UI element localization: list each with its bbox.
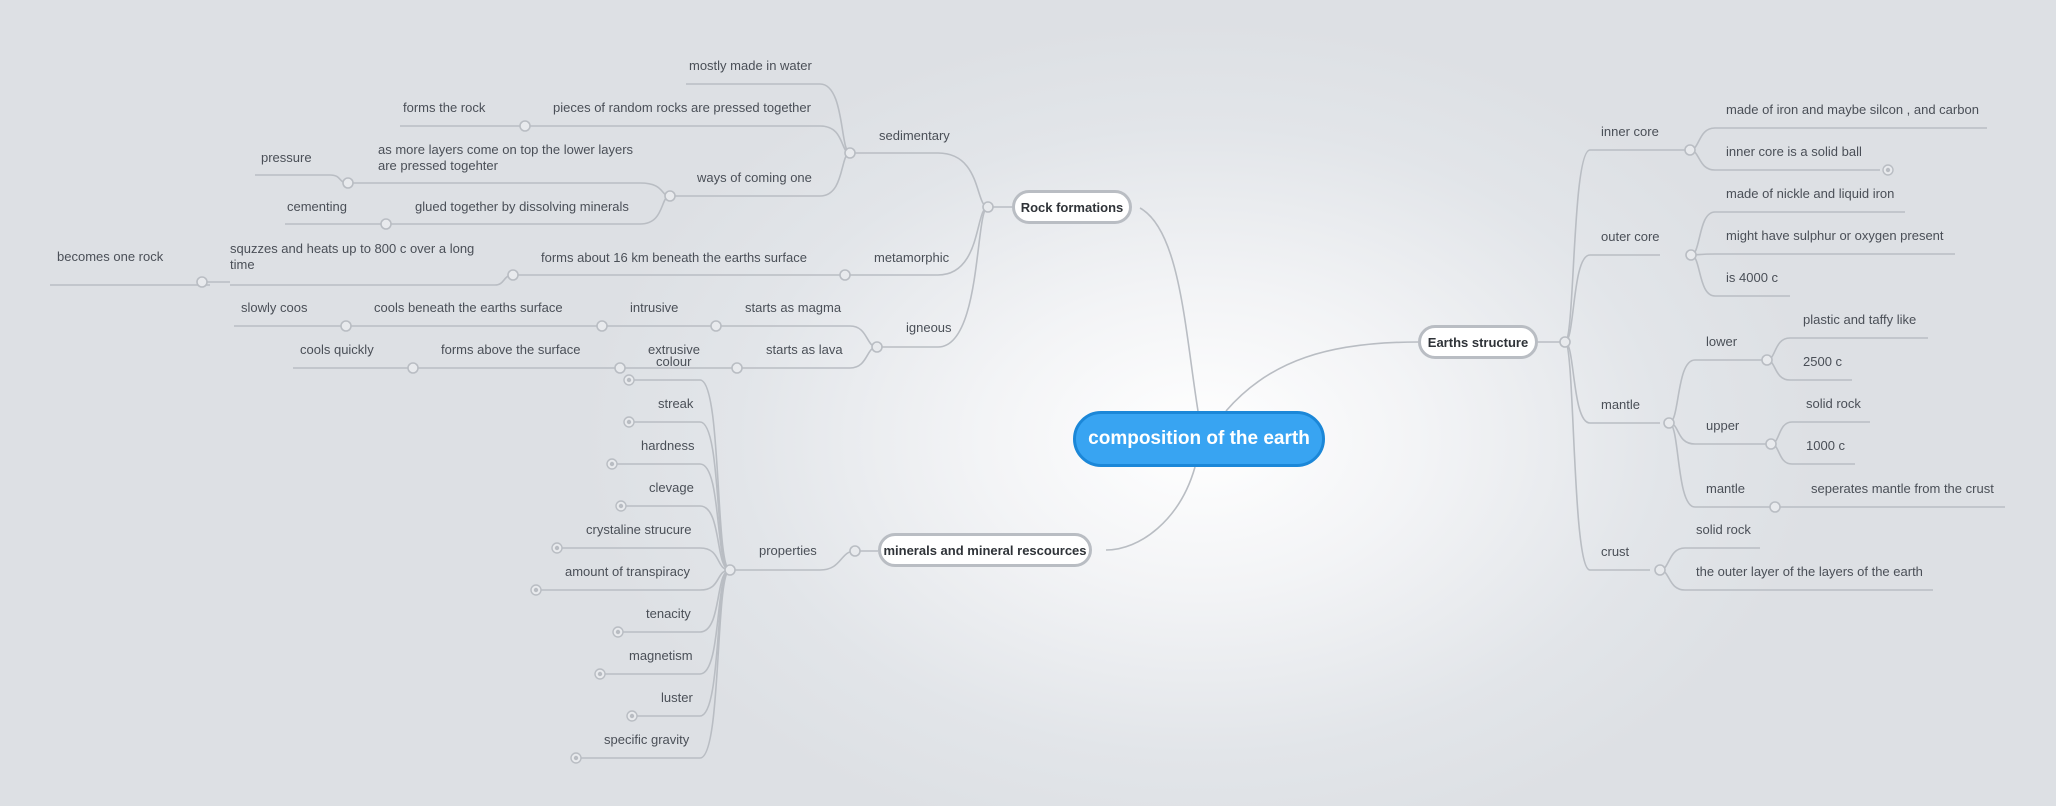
topic-igneous[interactable]: igneous xyxy=(906,320,952,335)
topic-outer-core[interactable]: outer core xyxy=(1601,229,1660,244)
branch-minerals[interactable]: minerals and mineral rescources xyxy=(878,533,1092,567)
property-item[interactable]: magnetism xyxy=(629,648,693,663)
topic-upper[interactable]: upper xyxy=(1706,418,1740,433)
property-item[interactable]: clevage xyxy=(649,480,694,495)
topic-intrusive[interactable]: intrusive xyxy=(630,300,679,315)
topic-extrusive[interactable]: extrusive xyxy=(648,342,701,357)
topic-mantle-sub[interactable]: mantle xyxy=(1706,481,1746,496)
topic-solid-rock[interactable]: solid rock xyxy=(1806,396,1861,411)
property-item[interactable]: streak xyxy=(658,396,694,411)
topic-lower[interactable]: lower xyxy=(1706,334,1738,349)
property-item[interactable]: crystaline strucure xyxy=(586,522,692,537)
topic-outer-layer[interactable]: the outer layer of the layers of the ear… xyxy=(1696,564,1923,579)
property-item[interactable]: colour xyxy=(656,354,692,369)
topic-solid-ball[interactable]: inner core is a solid ball xyxy=(1726,144,1862,159)
topic-mantle[interactable]: mantle xyxy=(1601,397,1641,412)
property-item[interactable]: specific gravity xyxy=(604,732,690,747)
topic-layers-pressed[interactable]: as more layers come on top the lower lay… xyxy=(378,142,634,173)
property-item[interactable]: hardness xyxy=(641,438,695,453)
branch-rock-formations[interactable]: Rock formations xyxy=(1012,190,1132,224)
branch-earths-structure[interactable]: Earths structure xyxy=(1418,325,1538,359)
root-topic[interactable]: composition of the earth xyxy=(1073,411,1325,467)
topic-nickle-iron[interactable]: made of nickle and liquid iron xyxy=(1726,186,1895,201)
topic-cementing[interactable]: cementing xyxy=(287,199,347,214)
topic-forms-the-rock[interactable]: forms the rock xyxy=(403,100,486,115)
topic-cools-beneath[interactable]: cools beneath the earths surface xyxy=(374,300,563,315)
topic-mostly-made-in-water[interactable]: mostly made in water xyxy=(689,58,812,73)
topic-slowly-coos[interactable]: slowly coos xyxy=(241,300,308,315)
topic-inner-core[interactable]: inner core xyxy=(1601,124,1659,139)
property-item[interactable]: luster xyxy=(661,690,693,705)
topic-crust-solid-rock[interactable]: solid rock xyxy=(1696,522,1751,537)
topic-crust[interactable]: crust xyxy=(1601,544,1630,559)
topic-properties[interactable]: properties xyxy=(759,543,817,558)
topic-pieces-pressed[interactable]: pieces of random rocks are pressed toget… xyxy=(553,100,811,115)
topic-ways-of-coming-one[interactable]: ways of coming one xyxy=(697,170,812,185)
property-item[interactable]: amount of transpiracy xyxy=(565,564,691,579)
topic-becomes-one-rock[interactable]: becomes one rock xyxy=(57,249,164,264)
topic-glued-together[interactable]: glued together by dissolving minerals xyxy=(415,199,629,214)
topic-plastic-taffy[interactable]: plastic and taffy like xyxy=(1803,312,1917,327)
topic-metamorphic[interactable]: metamorphic xyxy=(874,250,950,265)
property-item[interactable]: tenacity xyxy=(646,606,691,621)
topic-4000c[interactable]: is 4000 c xyxy=(1726,270,1779,285)
topic-sulphur-oxygen[interactable]: might have sulphur or oxygen present xyxy=(1726,228,1944,243)
topic-made-of-iron[interactable]: made of iron and maybe silcon , and carb… xyxy=(1726,102,1979,117)
topic-forms-16km[interactable]: forms about 16 km beneath the earths sur… xyxy=(541,250,807,265)
topic-sedimentary[interactable]: sedimentary xyxy=(879,128,950,143)
topic-1000c[interactable]: 1000 c xyxy=(1806,438,1846,453)
topic-pressure[interactable]: pressure xyxy=(261,150,312,165)
topic-squzzes-heats[interactable]: squzzes and heats up to 800 c over a lon… xyxy=(230,241,475,272)
topic-2500c[interactable]: 2500 c xyxy=(1803,354,1843,369)
topic-starts-as-lava[interactable]: starts as lava xyxy=(766,342,843,357)
topic-seperates-mantle[interactable]: seperates mantle from the crust xyxy=(1811,481,1994,496)
topic-forms-above[interactable]: forms above the surface xyxy=(441,342,581,357)
topic-cools-quickly[interactable]: cools quickly xyxy=(300,342,374,357)
topic-starts-as-magma[interactable]: starts as magma xyxy=(745,300,842,315)
